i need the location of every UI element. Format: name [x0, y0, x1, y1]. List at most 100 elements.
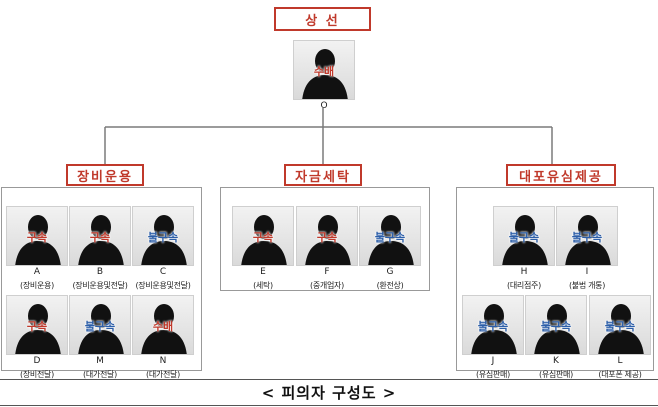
status-label: 구속 [26, 231, 48, 244]
person-silhouette-icon [565, 215, 611, 265]
top-title-box: 상 선 [274, 7, 371, 31]
status-label: 불구속 [374, 231, 406, 244]
silhouette-photo: 구속 [69, 206, 131, 266]
person-letter: A [33, 267, 41, 277]
group-title-box-laundering: 자금세탁 [284, 164, 362, 186]
silhouette-photo: 수배 [132, 295, 194, 355]
group-title: 장비운용 [77, 169, 133, 185]
person-role: (유심판매) [539, 370, 573, 379]
person-d: 구속 D (장비전달) [6, 295, 68, 380]
person-role: (장비운용및전달) [72, 281, 128, 290]
person-letter: H [520, 267, 528, 277]
person-j: 불구속 J (유심판매) [462, 295, 524, 380]
person-letter: D [33, 356, 41, 366]
silhouette-photo: 구속 [6, 206, 68, 266]
person-silhouette-icon [241, 215, 287, 265]
person-silhouette-icon [471, 304, 517, 354]
person-letter: C [159, 267, 167, 277]
person-silhouette-icon [598, 304, 644, 354]
person-letter: K [553, 356, 559, 366]
person-e: 구속 E (세탁) [232, 206, 294, 291]
person-i: 불구속 I (불법 개통) [556, 206, 618, 291]
group-title-box-equipment: 장비운용 [66, 164, 144, 186]
person-silhouette-icon [141, 304, 187, 354]
person-role: (장비전달) [20, 370, 54, 379]
person-role: (중개업자) [310, 281, 344, 290]
status-label: 불구속 [540, 320, 572, 333]
silhouette-photo: 구속 [6, 295, 68, 355]
status-label: 구속 [26, 320, 48, 333]
person-c: 불구속 C (장비운용및전달) [132, 206, 194, 291]
silhouette-photo: 불구속 [359, 206, 421, 266]
person-letter: G [386, 267, 394, 277]
person-a: 구속 A (장비운용) [6, 206, 68, 291]
status-label: 수배 [313, 65, 335, 78]
status-label: 구속 [252, 231, 274, 244]
person-role: (대가전달) [146, 370, 180, 379]
person-b: 구속 B (장비운용및전달) [69, 206, 131, 291]
status-label: 구속 [316, 231, 338, 244]
status-label: 불구속 [147, 231, 179, 244]
person-letter: B [96, 267, 104, 277]
status-label: 불구속 [477, 320, 509, 333]
person-letter: O [320, 101, 328, 111]
status-label: 불구속 [604, 320, 636, 333]
person-n: 수배 N (대가전달) [132, 295, 194, 380]
silhouette-photo: 구속 [296, 206, 358, 266]
person-role: (장비운용및전달) [135, 281, 191, 290]
person-silhouette-icon [141, 215, 187, 265]
person-letter: E [260, 267, 266, 277]
silhouette-photo: 불구속 [589, 295, 651, 355]
person-role: (대포폰 제공) [598, 370, 642, 379]
silhouette-photo: 구속 [232, 206, 294, 266]
silhouette-photo: 불구속 [525, 295, 587, 355]
person-silhouette-icon [302, 49, 348, 99]
person-o: 수배 O [293, 40, 355, 111]
person-letter: F [324, 267, 330, 277]
person-silhouette-icon [78, 215, 124, 265]
person-silhouette-icon [502, 215, 548, 265]
person-letter: M [96, 356, 104, 366]
person-silhouette-icon [15, 304, 61, 354]
person-silhouette-icon [78, 304, 124, 354]
person-role: (대리점주) [507, 281, 541, 290]
figure-caption: < 피의자 구성도 > [261, 384, 397, 402]
silhouette-photo: 불구속 [556, 206, 618, 266]
status-label: 구속 [89, 231, 111, 244]
status-label: 수배 [152, 320, 174, 333]
status-label: 불구속 [84, 320, 116, 333]
person-silhouette-icon [534, 304, 580, 354]
group-title: 대포유심제공 [519, 169, 603, 185]
person-silhouette-icon [15, 215, 61, 265]
person-letter: L [617, 356, 623, 366]
silhouette-photo: 불구속 [132, 206, 194, 266]
person-h: 불구속 H (대리점주) [493, 206, 555, 291]
silhouette-photo: 불구속 [493, 206, 555, 266]
person-role: (세탁) [253, 281, 273, 290]
status-label: 불구속 [571, 231, 603, 244]
silhouette-photo: 수배 [293, 40, 355, 100]
top-title: 상 선 [305, 13, 340, 29]
person-letter: I [585, 267, 589, 277]
group-title: 자금세탁 [295, 169, 351, 185]
person-role: (환전상) [376, 281, 404, 290]
caption-rule-bottom [0, 405, 658, 406]
person-silhouette-icon [305, 215, 351, 265]
status-label: 불구속 [508, 231, 540, 244]
group-title-box-sim: 대포유심제공 [506, 164, 616, 186]
person-role: (불법 개통) [568, 281, 606, 290]
caption-rule-top [0, 379, 658, 380]
person-role: (장비운용) [20, 281, 54, 290]
person-role: (대가전달) [83, 370, 117, 379]
silhouette-photo: 불구속 [69, 295, 131, 355]
person-letter: J [491, 356, 495, 366]
silhouette-photo: 불구속 [462, 295, 524, 355]
person-g: 불구속 G (환전상) [359, 206, 421, 291]
person-k: 불구속 K (유심판매) [525, 295, 587, 380]
person-letter: N [159, 356, 167, 366]
person-f: 구속 F (중개업자) [296, 206, 358, 291]
person-silhouette-icon [368, 215, 414, 265]
person-role: (유심판매) [476, 370, 510, 379]
person-m: 불구속 M (대가전달) [69, 295, 131, 380]
person-l: 불구속 L (대포폰 제공) [589, 295, 651, 380]
